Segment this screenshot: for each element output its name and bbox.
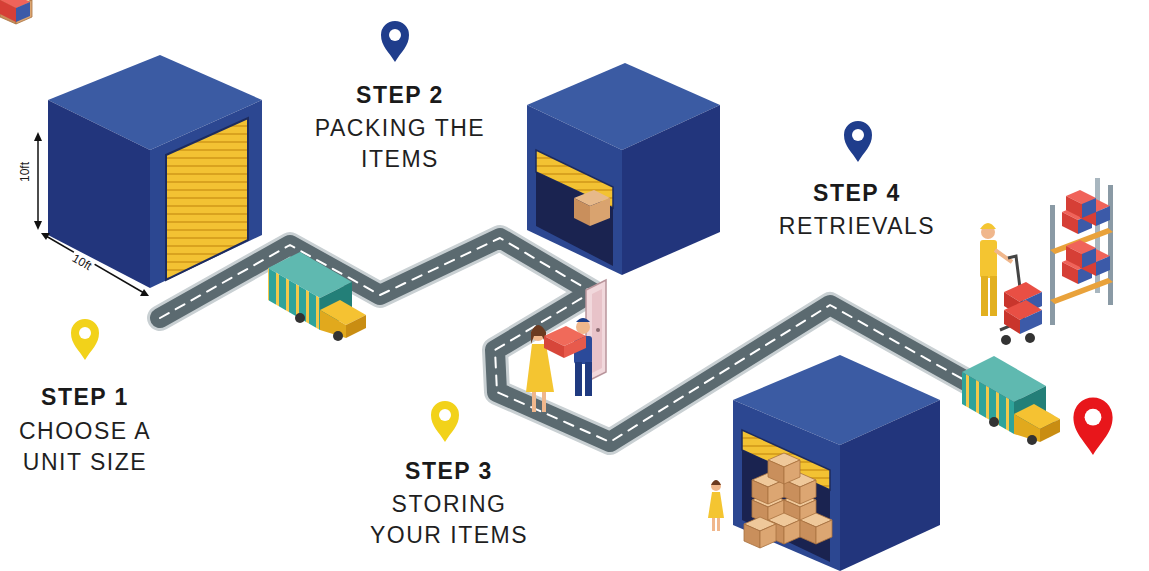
worker-with-trolley — [980, 223, 1042, 345]
storage-unit-2 — [527, 63, 720, 275]
stacked-boxes — [0, 0, 832, 548]
step-description: PACKING THE ITEMS — [300, 113, 500, 175]
shelving-rack — [0, 0, 1113, 325]
truck-1 — [268, 252, 366, 341]
step-number: STEP 3 — [374, 458, 524, 485]
person-small — [708, 480, 724, 531]
storage-unit-1 — [48, 55, 262, 288]
step-description: STORING YOUR ITEMS — [364, 489, 534, 551]
step-description: RETRIEVALS — [752, 211, 962, 242]
step-description: CHOOSE A UNIT SIZE — [5, 416, 165, 478]
step-number: STEP 1 — [10, 384, 160, 411]
door-and-people — [526, 280, 606, 412]
storage-unit-3 — [733, 355, 940, 571]
step-number: STEP 2 — [325, 82, 475, 109]
step-number: STEP 4 — [782, 180, 932, 207]
location-pins — [71, 21, 1113, 455]
dimension-label: 10ft — [18, 160, 32, 184]
truck-2 — [962, 356, 1060, 445]
dimension-lines — [34, 132, 149, 296]
